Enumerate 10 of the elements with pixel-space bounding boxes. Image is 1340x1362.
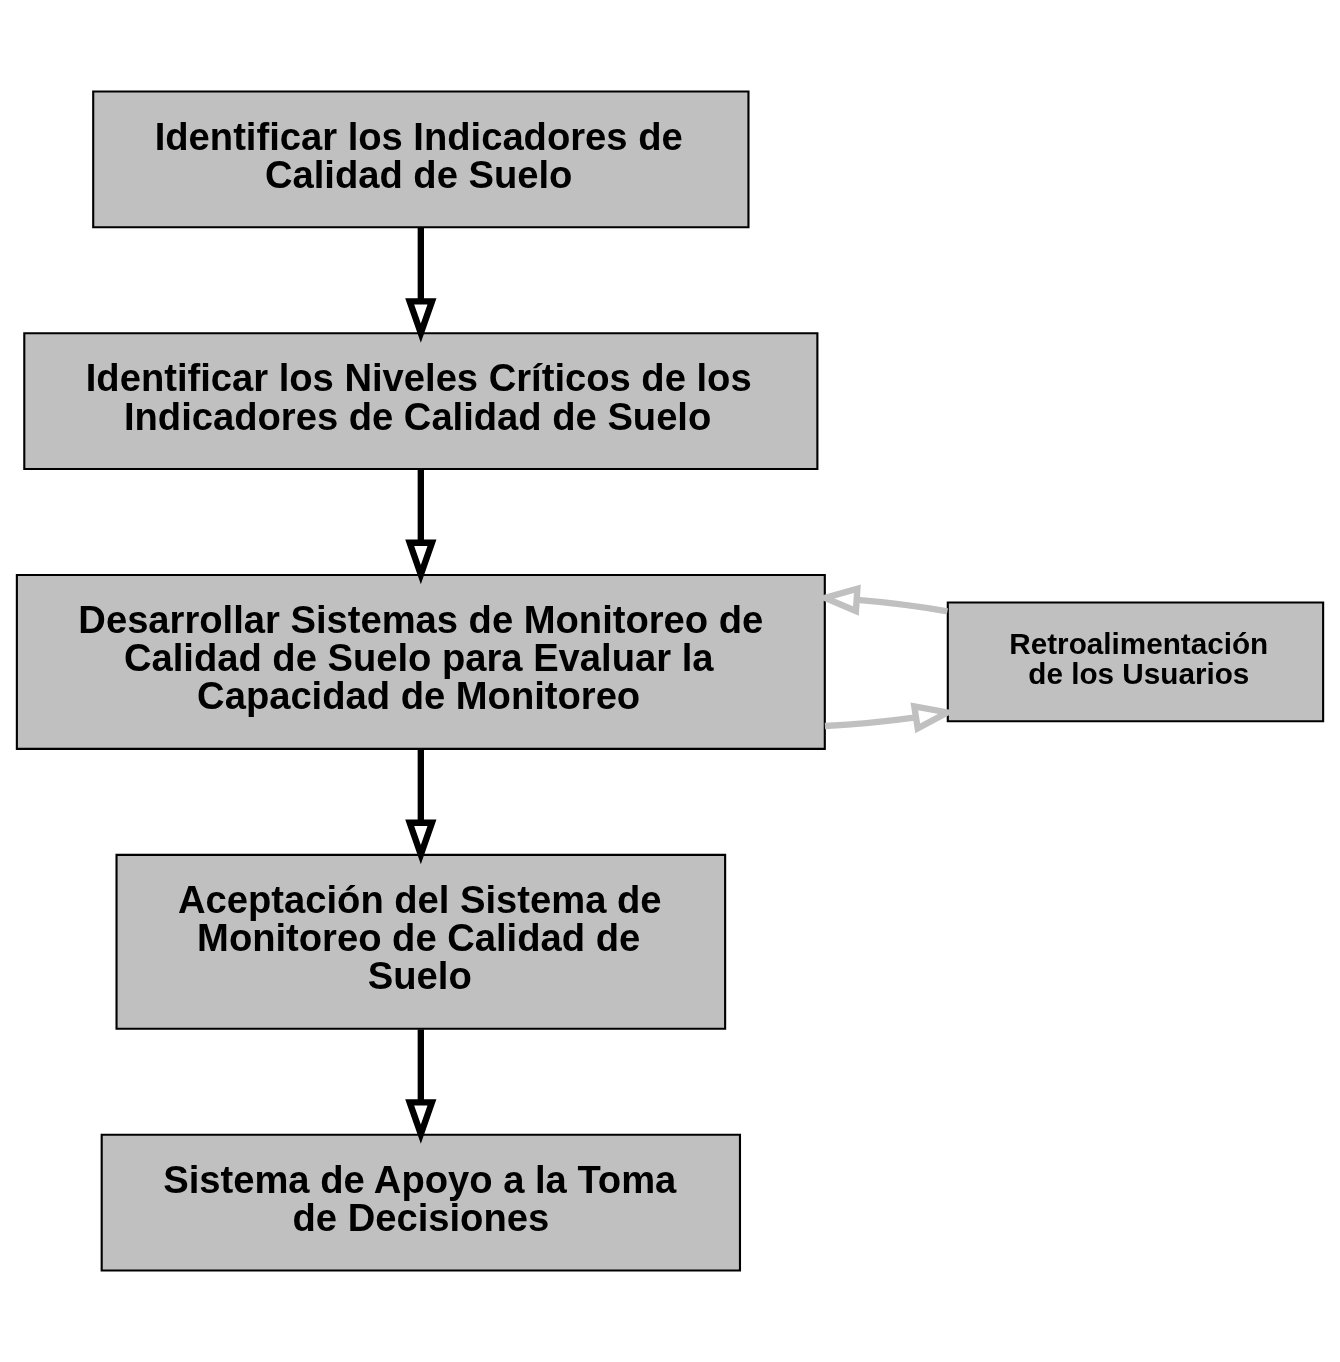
arrow xyxy=(405,227,437,343)
node-box: Desarrollar Sistemas de Monitoreo de Calidad de Suelo para Evaluar la Capacidad de Monitoreo xyxy=(15,573,826,750)
node-box: Sistema de Apoyo a la Toma de Decisiones xyxy=(100,1133,742,1272)
arrow xyxy=(405,749,437,865)
node-box: Aceptación del Sistema de Monitoreo de Calidad de Suelo xyxy=(115,853,727,1030)
node-box: Identificar los Indicadores de Calidad de Suelo xyxy=(92,90,750,229)
node-box: Identificar los Niveles Críticos de los Indicadores de Calidad de Suelo xyxy=(23,332,819,470)
arrow xyxy=(405,1029,437,1144)
node-box: Retroalimentación de los Usuarios xyxy=(946,601,1325,723)
arrow xyxy=(405,469,437,585)
